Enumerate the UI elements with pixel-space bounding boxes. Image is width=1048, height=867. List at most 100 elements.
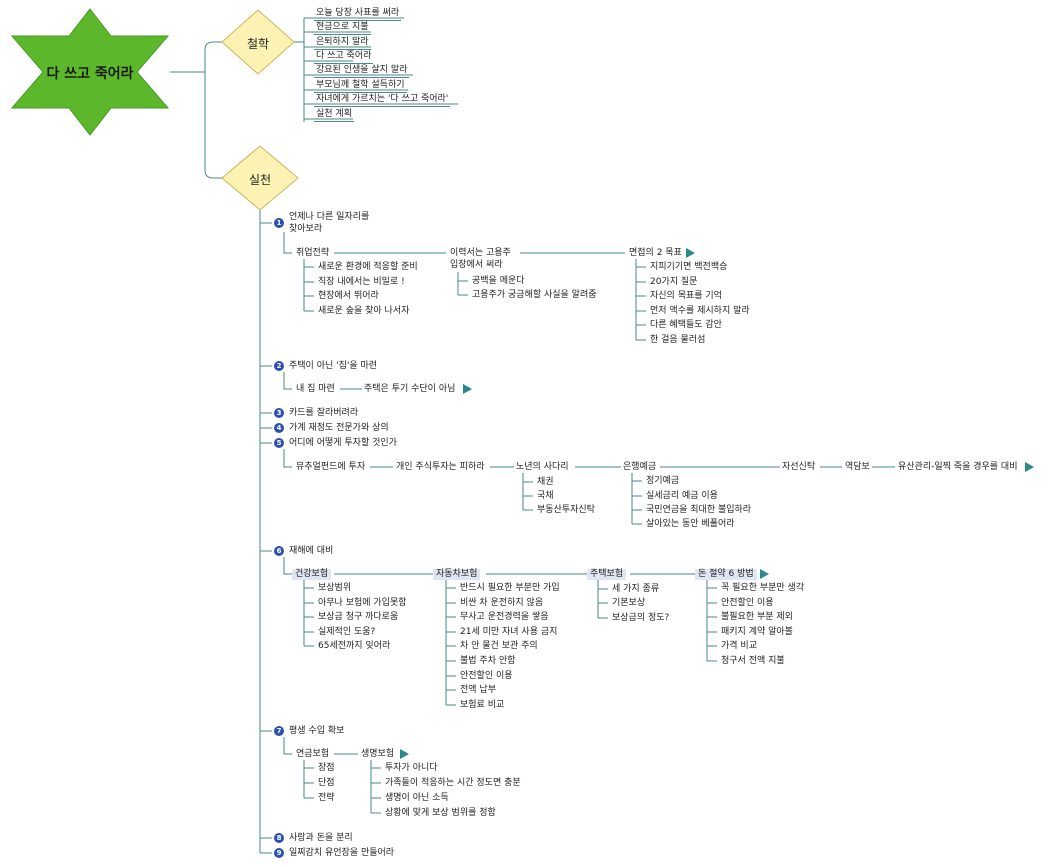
saving-item[interactable]: 불필요한 부분 제외: [721, 612, 793, 622]
job-strategy[interactable]: 취업전략: [296, 248, 330, 258]
interview-item[interactable]: 자신의 목표를 기억: [650, 291, 722, 301]
philosophy-item[interactable]: 은퇴하지 말라: [314, 37, 371, 50]
practice-topic-shape[interactable]: [221, 145, 299, 211]
ladder-item[interactable]: 채권: [537, 477, 554, 487]
section-6-title[interactable]: 재해에 대비: [289, 546, 334, 556]
saving-item[interactable]: 꼭 필요한 부분만 생각: [721, 583, 805, 593]
ladder-item[interactable]: 국채: [537, 491, 554, 501]
bank-item[interactable]: 살아있는 동안 베풀어라: [646, 519, 735, 529]
section-3-title[interactable]: 카드를 잘라버려라: [289, 408, 359, 418]
health-item[interactable]: 보상금 청구 까다로움: [318, 612, 399, 622]
ladder-item[interactable]: 부동산투자신탁: [537, 505, 595, 515]
investment-chain-item[interactable]: 뮤추얼펀드에 투자: [296, 462, 366, 472]
life-item[interactable]: 투자가 아니다: [385, 763, 438, 773]
central-topic-star[interactable]: [10, 8, 170, 136]
bank-item[interactable]: 국민연금을 최대한 불입하라: [646, 505, 752, 515]
auto-item[interactable]: 차 안 물건 보관 주의: [460, 641, 538, 651]
philosophy-item[interactable]: 부모님께 철학 설득하기: [314, 80, 407, 93]
section-4-title[interactable]: 가계 재정도 전문가와 상의: [289, 423, 389, 433]
philosophy-topic-shape[interactable]: [221, 9, 295, 75]
auto-item[interactable]: 반드시 필요한 부분만 가입: [460, 583, 560, 593]
expand-arrow-icon[interactable]: [1025, 462, 1034, 472]
expand-arrow-icon[interactable]: [760, 569, 769, 579]
investment-chain-item[interactable]: 자선신탁: [782, 462, 816, 472]
philosophy-item[interactable]: 현금으로 지불: [314, 22, 371, 35]
section-8-title[interactable]: 사랑과 돈을 분리: [289, 833, 353, 843]
resume[interactable]: 이력서는 고용주: [450, 248, 511, 258]
job-item[interactable]: 새로운 숲을 찾아 나서자: [318, 306, 410, 316]
resume-item[interactable]: 고용주가 궁금해할 사실을 알려줌: [472, 290, 597, 300]
marker-4-icon: 4: [274, 423, 284, 433]
expand-arrow-icon[interactable]: [686, 248, 695, 258]
health-insurance[interactable]: 건강보험: [292, 569, 332, 580]
interview-item[interactable]: 한 걸음 물러섬: [650, 335, 706, 345]
auto-item[interactable]: 무사고 운전경력을 쌓음: [460, 612, 549, 622]
philosophy-item[interactable]: 강요된 인생을 살지 말라: [314, 65, 410, 78]
job-item[interactable]: 현장에서 뛰어라: [318, 291, 379, 301]
money-saving-methods[interactable]: 돈 절약 6 방법: [695, 569, 757, 580]
investment-chain-item[interactable]: 개인 주식투자는 피하라: [396, 462, 485, 472]
life-item[interactable]: 가족들이 적응하는 시간 정도면 충분: [385, 778, 521, 788]
life-item[interactable]: 생명이 아닌 소득: [385, 793, 449, 803]
job-item[interactable]: 직장 내에서는 비밀로 !: [318, 277, 405, 287]
auto-item[interactable]: 비싼 차 운전하지 않음: [460, 598, 544, 608]
own-home[interactable]: 내 집 마련: [296, 384, 335, 394]
bank-item[interactable]: 실세금리 예금 이용: [646, 491, 718, 501]
health-item[interactable]: 아무나 보험에 가입못함: [318, 598, 407, 608]
saving-item[interactable]: 가격 비교: [721, 641, 757, 651]
resume-item[interactable]: 공백을 메운다: [472, 276, 525, 286]
annuity-item[interactable]: 장점: [318, 763, 335, 773]
auto-item[interactable]: 안전할인 이용: [460, 671, 513, 681]
interview-item[interactable]: 먼저 액수를 제시하지 말라: [650, 306, 750, 316]
home-insurance[interactable]: 주택보험: [587, 569, 627, 580]
interview-item[interactable]: 지피기기면 백전백승: [650, 262, 728, 272]
auto-item[interactable]: 불법 주차 안함: [460, 656, 516, 666]
philosophy-item[interactable]: 자녀에게 가르치는 '다 쓰고 죽어라': [314, 94, 451, 107]
bank-item[interactable]: 정기예금: [646, 476, 680, 486]
philosophy-topic-label: 철학: [246, 37, 270, 51]
health-item[interactable]: 65세전까지 잊어라: [318, 641, 391, 651]
job-item[interactable]: 새로운 환경에 적응할 준비: [318, 262, 418, 272]
section-1-title[interactable]: 언제나 다른 일자리를: [289, 212, 370, 222]
home-item[interactable]: 세 가지 종류: [612, 584, 660, 594]
annuity-insurance[interactable]: 연금보험: [296, 749, 330, 759]
investment-chain-item[interactable]: 유산관리-일찍 죽을 경우를 대비: [898, 462, 1018, 472]
section-9-title[interactable]: 일찌감치 유언장을 만들어라: [289, 848, 395, 858]
section-7-title[interactable]: 평생 수입 확보: [289, 726, 345, 736]
auto-item[interactable]: 21세 미만 자녀 사용 금지: [460, 627, 558, 637]
annuity-item[interactable]: 전략: [318, 793, 335, 803]
investment-chain-item[interactable]: 노년의 사다리: [516, 462, 569, 472]
philosophy-item[interactable]: 실천 계획: [314, 109, 354, 122]
saving-item[interactable]: 안전할인 이용: [721, 598, 774, 608]
marker-2-icon: 2: [274, 361, 284, 371]
investment-chain-item[interactable]: 역담보: [845, 462, 870, 472]
health-item[interactable]: 실제적인 도움?: [318, 627, 376, 637]
auto-insurance[interactable]: 자동차보험: [433, 569, 481, 580]
annuity-item[interactable]: 단점: [318, 778, 335, 788]
saving-item[interactable]: 청구서 전액 지불: [721, 656, 785, 666]
philosophy-item[interactable]: 오늘 당장 사표를 써라: [314, 8, 402, 21]
section-5-title[interactable]: 어디에 어떻게 투자할 것인가: [289, 438, 397, 448]
home-item[interactable]: 기본보상: [612, 598, 646, 608]
health-item[interactable]: 보상범위: [318, 583, 352, 593]
section-2-title[interactable]: 주택이 아닌 '집'을 마련: [289, 361, 378, 371]
interview-item[interactable]: 다른 혜택들도 감안: [650, 320, 722, 330]
auto-item[interactable]: 전액 납부: [460, 685, 496, 695]
philosophy-item[interactable]: 다 쓰고 죽어라: [314, 51, 374, 64]
interview-item[interactable]: 20가지 질문: [650, 277, 698, 287]
marker-1-icon: 1: [274, 218, 284, 228]
house-not-speculation[interactable]: 주택은 투기 수단이 아님: [364, 384, 456, 394]
life-item[interactable]: 상황에 맞게 보상 범위를 정함: [385, 808, 496, 818]
life-insurance[interactable]: 생명보험: [361, 749, 395, 759]
expand-arrow-icon[interactable]: [463, 384, 472, 394]
interview-goals[interactable]: 면접의 2 목표: [629, 248, 682, 258]
expand-arrow-icon[interactable]: [400, 749, 409, 759]
marker-8-icon: 8: [274, 833, 284, 843]
auto-item[interactable]: 보험료 비교: [460, 700, 505, 710]
saving-item[interactable]: 패키지 계약 알아볼: [721, 627, 793, 637]
section-1-title-line2: 찾아보라: [289, 224, 323, 234]
home-item[interactable]: 보상금의 정도?: [612, 613, 670, 623]
investment-chain-item[interactable]: 은행예금: [623, 462, 657, 472]
resume-line2: 입장에서 써라: [450, 260, 503, 270]
